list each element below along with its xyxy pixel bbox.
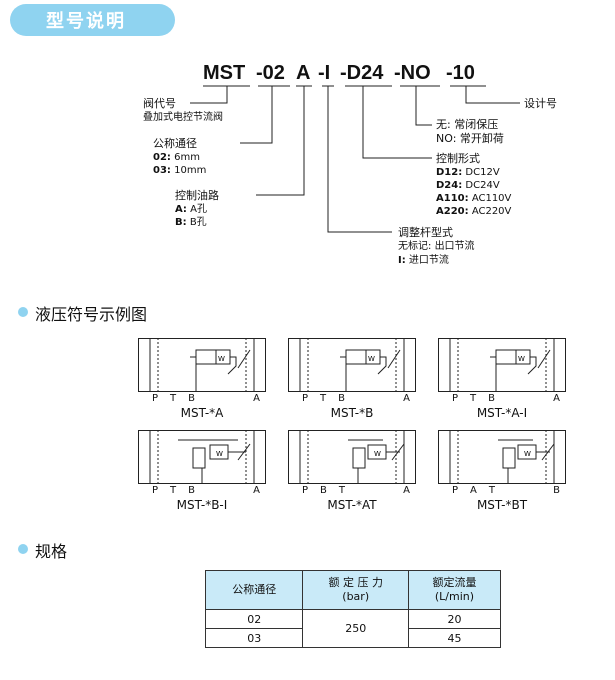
- legend-control-item: A220: AC220V: [436, 206, 512, 217]
- spec-table-header: 公称通径 额 定 压 力(bar) 额定流量(L/min): [204, 570, 502, 610]
- legend-design-title: 设计号: [524, 97, 557, 110]
- legend-adjust-item: I: 进口节流: [398, 255, 449, 266]
- spec-cell: 20: [407, 609, 502, 629]
- port-label: P: [302, 485, 309, 496]
- code-part-design: -10: [446, 62, 475, 84]
- port-label: A: [403, 393, 410, 404]
- symbol-label: MST-*A: [180, 406, 224, 420]
- legend-valve-title: 阀代号: [143, 97, 176, 110]
- svg-text:W: W: [524, 450, 531, 458]
- port-label: A: [253, 393, 260, 404]
- port-label: A: [470, 485, 477, 496]
- spec-header-size: 公称通径: [204, 570, 304, 610]
- legend-valve-desc: 叠加式电控节流阀: [143, 112, 223, 123]
- port-label: P: [302, 393, 309, 404]
- hydraulic-symbol: W: [438, 338, 566, 392]
- leader-lines: [190, 85, 520, 233]
- code-part-control: -D24: [340, 62, 384, 84]
- port-label: B: [320, 485, 327, 496]
- spec-header-pressure: 额 定 压 力(bar): [302, 570, 409, 610]
- svg-text:W: W: [218, 355, 225, 363]
- legend-adjust-item: 无标记: 出口节流: [398, 241, 475, 252]
- port-label: A: [553, 393, 560, 404]
- svg-text:W: W: [216, 450, 223, 458]
- legend-adjust-title: 调整杆型式: [398, 226, 453, 239]
- section-banner: 型号说明: [10, 4, 175, 36]
- legend-line-title: 控制油路: [175, 189, 219, 202]
- port-label: B: [188, 393, 196, 404]
- symbol-label: MST-*A-I: [476, 406, 528, 420]
- spec-cell: 03: [204, 628, 304, 648]
- hydraulic-symbol: W: [288, 430, 416, 484]
- port-label: T: [470, 393, 477, 404]
- spec-cell: 45: [407, 628, 502, 648]
- port-label: T: [170, 485, 177, 496]
- port-label: P: [452, 485, 459, 496]
- legend-pressure-item: 无: 常闭保压: [436, 118, 499, 131]
- port-label: P: [452, 393, 459, 404]
- table-row: 03 45: [204, 628, 502, 648]
- legend-line-item: A: A孔: [175, 204, 207, 215]
- bullet-icon: [18, 544, 28, 554]
- code-part-pressure: -NO: [394, 62, 431, 84]
- spec-cell: 02: [204, 609, 304, 629]
- legend-size-item: 03: 10mm: [153, 165, 207, 176]
- code-part-valve: MST: [203, 62, 246, 84]
- symbol-label: MST-*AT: [327, 498, 377, 512]
- legend-size-item: 02: 6mm: [153, 152, 200, 163]
- symbol-label: MST-*BT: [476, 498, 528, 512]
- hydraulic-symbol: W: [438, 430, 566, 484]
- port-label: B: [338, 393, 346, 404]
- symbol-label: MST-*B-I: [176, 498, 228, 512]
- svg-text:W: W: [518, 355, 525, 363]
- bullet-icon: [18, 307, 28, 317]
- port-label: T: [338, 485, 346, 496]
- legend-control-item: A110: AC110V: [436, 193, 512, 204]
- port-label: B: [553, 485, 560, 496]
- legend-control-title: 控制形式: [436, 152, 480, 165]
- port-label: P: [152, 393, 159, 404]
- legend-line-item: B: B孔: [175, 217, 207, 228]
- svg-text:W: W: [374, 450, 381, 458]
- legend-control-item: D24: DC24V: [436, 180, 500, 191]
- table-row: 02 250 20: [204, 609, 502, 648]
- hydraulic-symbol: W: [288, 338, 416, 392]
- hydraulic-symbol: W: [138, 430, 266, 484]
- port-label: A: [403, 485, 410, 496]
- specs-section-title: 规格: [35, 542, 68, 561]
- legend-control-item: D12: DC12V: [436, 167, 500, 178]
- port-label: T: [320, 393, 327, 404]
- port-label: B: [488, 393, 496, 404]
- banner-title: 型号说明: [46, 11, 126, 32]
- code-part-size: -02: [256, 62, 285, 84]
- port-label: T: [170, 393, 177, 404]
- port-label: T: [488, 485, 495, 496]
- legend-pressure-item: NO: 常开卸荷: [436, 132, 504, 145]
- spec-table: 公称通径 额 定 压 力(bar) 额定流量(L/min) 02 250 20 …: [204, 570, 502, 648]
- symbol-label: MST-*B: [330, 406, 374, 420]
- code-part-adjust: -I: [318, 62, 331, 84]
- hydraulic-symbol: W: [138, 338, 266, 392]
- spec-header-flow: 额定流量(L/min): [407, 570, 502, 610]
- legend-size-title: 公称通径: [153, 137, 197, 150]
- port-label: P: [152, 485, 159, 496]
- spec-cell-pressure: 250: [302, 609, 409, 648]
- code-part-line: A: [296, 62, 311, 84]
- port-label: A: [253, 485, 260, 496]
- svg-text:W: W: [368, 355, 375, 363]
- port-label: B: [188, 485, 196, 496]
- symbols-section-title: 液压符号示例图: [35, 305, 148, 324]
